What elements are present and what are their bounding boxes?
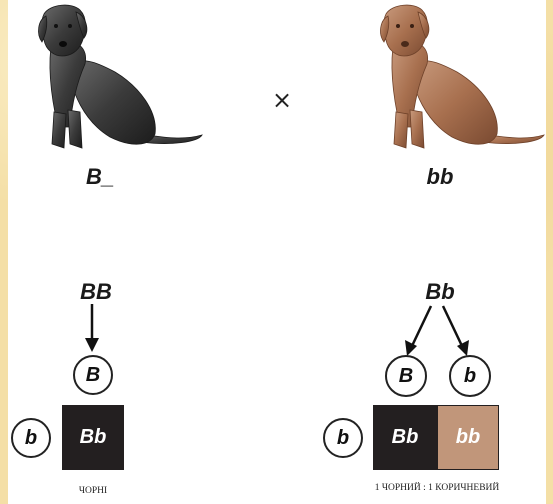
left-offspring-box: Bb	[62, 405, 124, 470]
left-caption: ЧОРНІ	[78, 486, 108, 496]
left-partner-gamete-circle: b	[11, 418, 51, 458]
brown-dog-icon	[380, 4, 545, 149]
left-cross-parent-genotype: BB	[80, 279, 112, 304]
left-parent-genotype: B_	[85, 164, 115, 189]
right-gamete-circle-2: b	[449, 355, 491, 397]
black-dog-icon	[38, 4, 203, 149]
right-parent-genotype: bb	[426, 164, 454, 189]
right-gamete-circle-1: B	[385, 355, 427, 397]
left-down-arrow-icon	[85, 304, 99, 352]
right-cross-parent-genotype: Bb	[425, 279, 455, 304]
right-offspring-box-2: bb	[437, 405, 499, 470]
right-partner-gamete-circle: b	[323, 418, 363, 458]
cross-symbol: ×	[272, 86, 293, 114]
right-offspring-box-1: Bb	[373, 405, 437, 470]
right-caption: 1 ЧОРНИЙ : 1 КОРИЧНЕВИЙ	[374, 483, 500, 493]
left-gamete-circle: B	[73, 355, 113, 395]
right-split-arrows-icon	[405, 305, 469, 356]
